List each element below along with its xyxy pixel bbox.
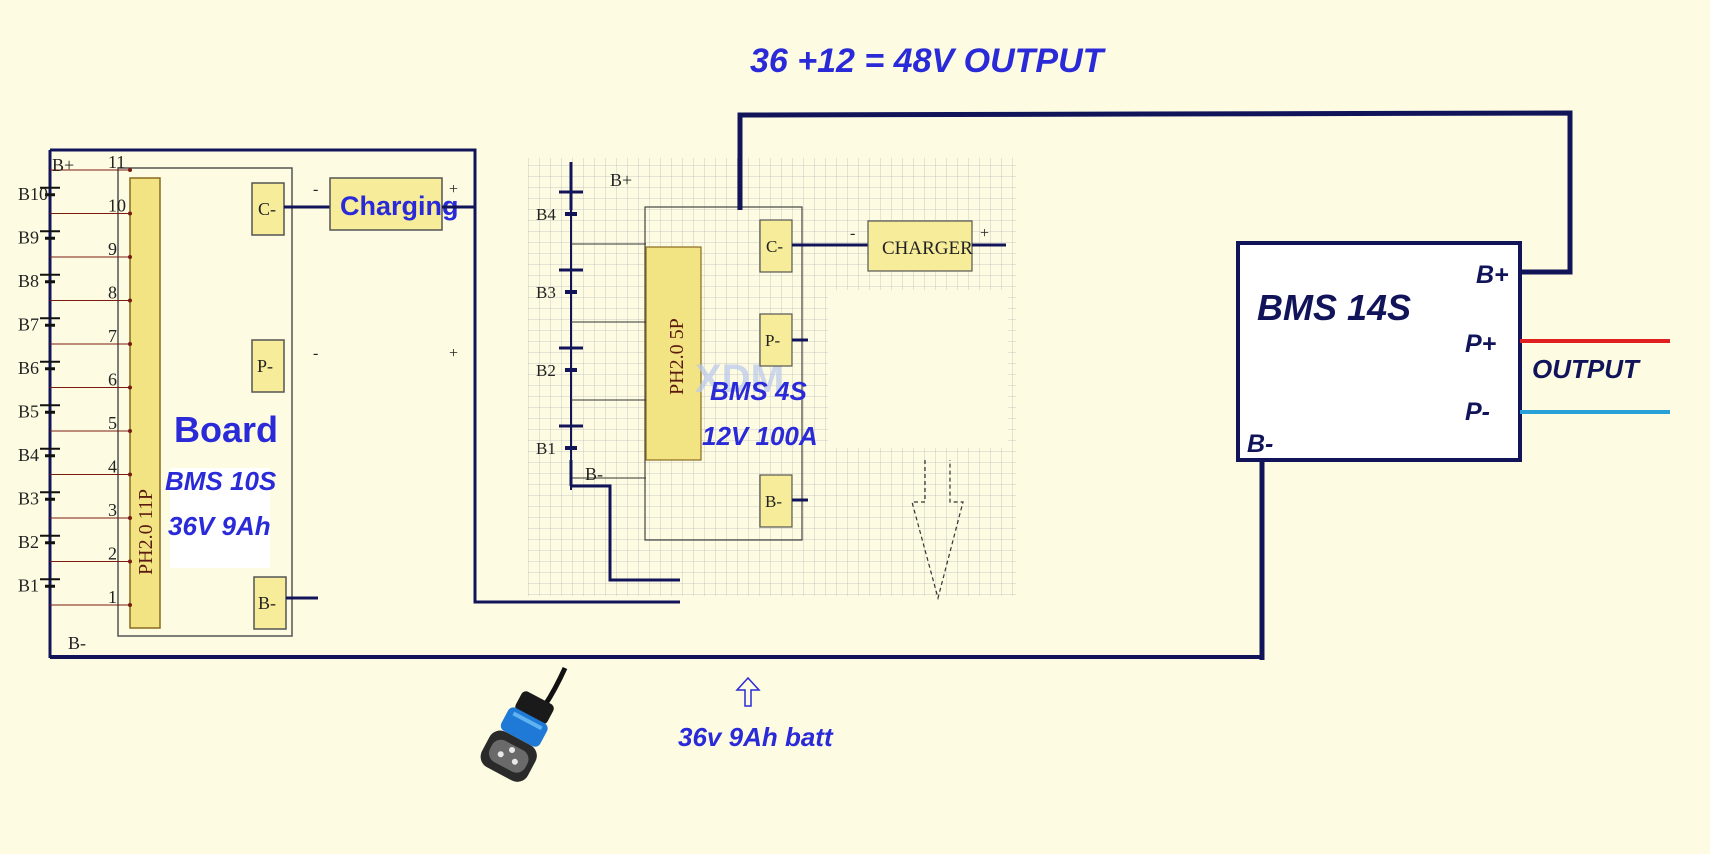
bms4-cell-label: B2: [536, 361, 556, 380]
bms4-charger-plus: +: [980, 225, 989, 242]
bms4-pad-b-label: B-: [765, 492, 782, 511]
bms10-name: BMS 10S: [165, 466, 277, 496]
bms10-tap-dot: [128, 472, 132, 477]
bms4-charger-minus: -: [850, 225, 855, 242]
bms10-output-minus: -: [313, 345, 318, 362]
bms10-pin-number: 10: [108, 196, 126, 216]
bms-4s-board: PH2.0 5P XDM C- P- B- CHARGER - + B4B3B2…: [528, 158, 1016, 601]
bms10-pad-b: [253, 576, 287, 630]
series-link-wire: [737, 110, 1573, 275]
bms10-tap-dot: [128, 429, 132, 433]
bms10-cell-label: B1: [18, 575, 39, 595]
bms10-charge-minus: -: [313, 181, 318, 198]
bms-10s-board: PH2.0 11P C- P- B- Charging - + - + 11 10…: [18, 148, 1262, 659]
bms10-pin-number: 11: [108, 152, 125, 172]
bms10-tap-dot: [128, 298, 132, 303]
bms10-bminus-label: B-: [68, 633, 86, 653]
battery-label: 36v 9Ah batt: [678, 722, 834, 752]
bms14-pminus-label: P-: [1465, 398, 1490, 426]
bms4-pad-b: [759, 474, 793, 528]
bms10-cell-label: B10: [18, 184, 48, 204]
bms10-tap-dot: [128, 603, 132, 607]
bms10-cell-label: B3: [18, 488, 39, 508]
bms4-pad-c: [759, 219, 793, 273]
bms4-charger-box: [867, 220, 973, 272]
bms14-bminus-label: B-: [1247, 430, 1273, 458]
bms4-bplus-label: B+: [610, 170, 632, 190]
bms-14s-module: BMS 14S B+ P+ P- B- OUTPUT: [1236, 241, 1670, 462]
bms10-pin-number: 7: [108, 326, 117, 346]
bms14-bplus-label: B+: [1476, 261, 1509, 289]
bms10-tap-dot: [128, 255, 132, 259]
bms14-pplus-label: P+: [1465, 330, 1497, 358]
bms10-output-plus: +: [449, 345, 458, 362]
bms10-pin-number: 4: [108, 457, 117, 477]
bms10-pin-number: 3: [108, 500, 117, 520]
bms10-tap-dot: [128, 211, 132, 216]
bms10-tap-dot: [128, 516, 132, 520]
bms4-pad-c-label: C-: [766, 237, 783, 256]
bms10-cell-label: B9: [18, 227, 39, 247]
bms14-name: BMS 14S: [1257, 287, 1411, 328]
bms10-cell-label: B7: [18, 314, 39, 334]
bms10-pad-c: [251, 182, 285, 236]
bms10-charging-box: [329, 177, 443, 231]
bms10-cell-label: B4: [18, 445, 39, 465]
bms4-pad-p-label: P-: [765, 331, 780, 350]
bms4-name: BMS 4S: [710, 376, 807, 406]
xlr-connector-icon: [480, 666, 568, 782]
bms10-spec: 36V 9Ah: [168, 511, 271, 541]
bms10-connector-label: PH2.0 11P: [135, 489, 157, 575]
bms10-cell-label: B8: [18, 271, 39, 291]
bms10-tap-dot: [128, 342, 132, 346]
bms10-pin-number: 9: [108, 239, 117, 259]
battery-arrow-icon: [735, 676, 761, 707]
bms10-pin-number: 1: [108, 587, 117, 607]
bms10-pad-b-label: B-: [258, 593, 276, 613]
diagram-title: 36 +12 = 48V OUTPUT: [750, 42, 1107, 80]
bms10-bplus-label: B+: [52, 155, 74, 175]
bms10-tap-dot: [128, 385, 132, 390]
bms10-pin-number: 8: [108, 283, 117, 303]
bms4-cell-label: B1: [536, 439, 556, 458]
bms10-charging-label: Charging: [340, 191, 459, 221]
bms10-pad-p: [251, 339, 285, 393]
output-label: OUTPUT: [1532, 354, 1641, 384]
bms4-spec: 12V 100A: [702, 421, 818, 451]
bms10-cell-label: B2: [18, 532, 39, 552]
bms4-cell-label: B3: [536, 283, 556, 302]
bms10-cell-label: B6: [18, 358, 39, 378]
bms4-charger-label: CHARGER: [882, 238, 973, 259]
bms10-pad-c-label: C-: [258, 199, 276, 219]
bms4-connector-label: PH2.0 5P: [666, 318, 688, 395]
bms4-bminus-label: B-: [585, 464, 603, 484]
bms10-charge-plus: +: [449, 181, 458, 198]
bms10-cell-label: B5: [18, 401, 39, 421]
bms4-cell-label: B4: [536, 205, 556, 224]
bms10-tap-dot: [128, 559, 132, 564]
bms10-pad-p-label: P-: [257, 356, 273, 376]
bms10-pin-number: 5: [108, 413, 117, 433]
bms10-board-label: Board: [174, 409, 278, 450]
bms10-tap-dot: [128, 168, 132, 172]
bms10-pin-number: 6: [108, 370, 117, 390]
bms10-pin-number: 2: [108, 544, 117, 564]
